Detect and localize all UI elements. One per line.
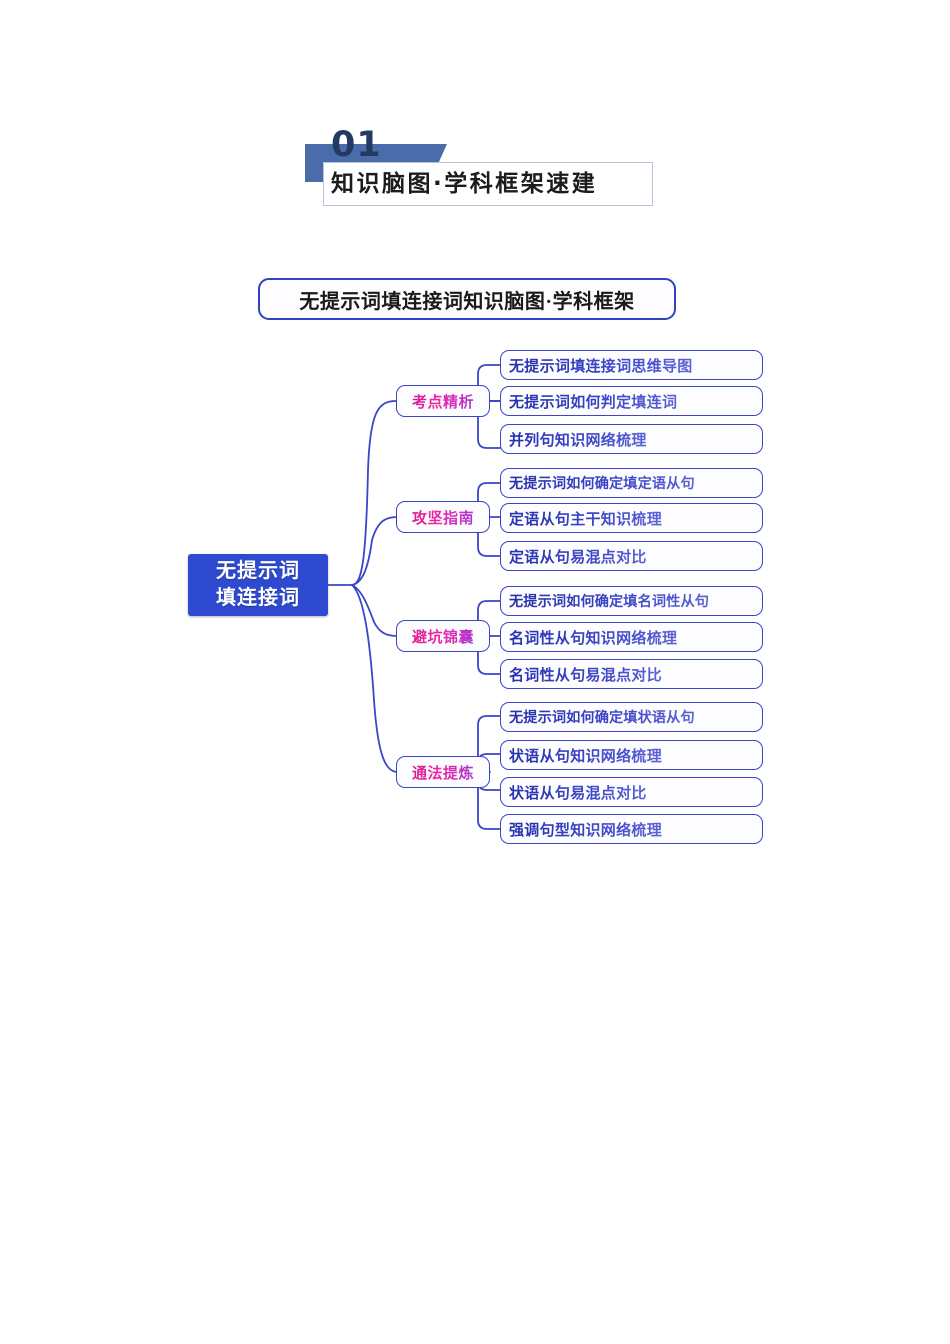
leaf-node-1-2[interactable]: 无提示词如何判定填连词	[500, 386, 763, 416]
mindmap-title: 无提示词填连接词知识脑图·学科框架	[258, 278, 676, 320]
branch-node-1-label: 考点精析	[412, 391, 474, 412]
leaf-node-4-3-label: 状语从句易混点对比	[509, 782, 647, 803]
leaf-node-3-3[interactable]: 名词性从句易混点对比	[500, 659, 763, 689]
root-node-line-2: 填连接词	[216, 587, 300, 609]
leaf-node-2-2-label: 定语从句主干知识梳理	[509, 508, 662, 529]
branch-node-3[interactable]: 避坑锦囊	[396, 620, 490, 652]
leaf-node-1-1[interactable]: 无提示词填连接词思维导图	[500, 350, 763, 380]
leaf-node-3-1-label: 无提示词如何确定填名词性从句	[509, 591, 709, 611]
leaf-node-3-2-label: 名词性从句知识网络梳理	[509, 627, 677, 648]
leaf-node-4-3[interactable]: 状语从句易混点对比	[500, 777, 763, 807]
leaf-node-2-2[interactable]: 定语从句主干知识梳理	[500, 503, 763, 533]
leaf-node-3-1[interactable]: 无提示词如何确定填名词性从句	[500, 586, 763, 616]
banner-box	[323, 162, 653, 206]
banner-title-text: 知识脑图·学科框架速建	[331, 171, 598, 197]
branch-node-2[interactable]: 攻坚指南	[396, 501, 490, 533]
branch-node-3-label: 避坑锦囊	[412, 626, 474, 647]
leaf-node-4-4[interactable]: 强调句型知识网络梳理	[500, 814, 763, 844]
branch-node-4-label: 通法提炼	[412, 762, 474, 783]
leaf-node-3-2[interactable]: 名词性从句知识网络梳理	[500, 622, 763, 652]
leaf-node-2-1[interactable]: 无提示词如何确定填定语从句	[500, 468, 763, 498]
leaf-node-1-3[interactable]: 并列句知识网络梳理	[500, 424, 763, 454]
mindmap-title-text: 无提示词填连接词知识脑图·学科框架	[299, 290, 635, 313]
branch-node-2-label: 攻坚指南	[412, 507, 474, 528]
leaf-node-3-3-label: 名词性从句易混点对比	[509, 664, 662, 685]
leaf-node-2-3[interactable]: 定语从句易混点对比	[500, 541, 763, 571]
root-node[interactable]: 无提示词 填连接词	[188, 554, 328, 616]
leaf-node-4-2-label: 状语从句知识网络梳理	[509, 745, 662, 766]
section-banner: 01 知识脑图·学科框架速建	[305, 128, 665, 210]
branch-node-1[interactable]: 考点精析	[396, 385, 490, 417]
leaf-node-4-1-label: 无提示词如何确定填状语从句	[509, 707, 695, 727]
leaf-node-2-3-label: 定语从句易混点对比	[509, 546, 647, 567]
leaf-node-1-3-label: 并列句知识网络梳理	[509, 429, 647, 450]
root-node-line-1: 无提示词	[216, 560, 300, 582]
branch-node-4[interactable]: 通法提炼	[396, 756, 490, 788]
leaf-node-4-2[interactable]: 状语从句知识网络梳理	[500, 740, 763, 770]
leaf-node-4-1[interactable]: 无提示词如何确定填状语从句	[500, 702, 763, 732]
banner-number: 01	[331, 125, 382, 165]
leaf-node-4-4-label: 强调句型知识网络梳理	[509, 819, 662, 840]
leaf-node-2-1-label: 无提示词如何确定填定语从句	[509, 473, 695, 493]
leaf-node-1-1-label: 无提示词填连接词思维导图	[509, 355, 693, 376]
leaf-node-1-2-label: 无提示词如何判定填连词	[509, 391, 677, 412]
